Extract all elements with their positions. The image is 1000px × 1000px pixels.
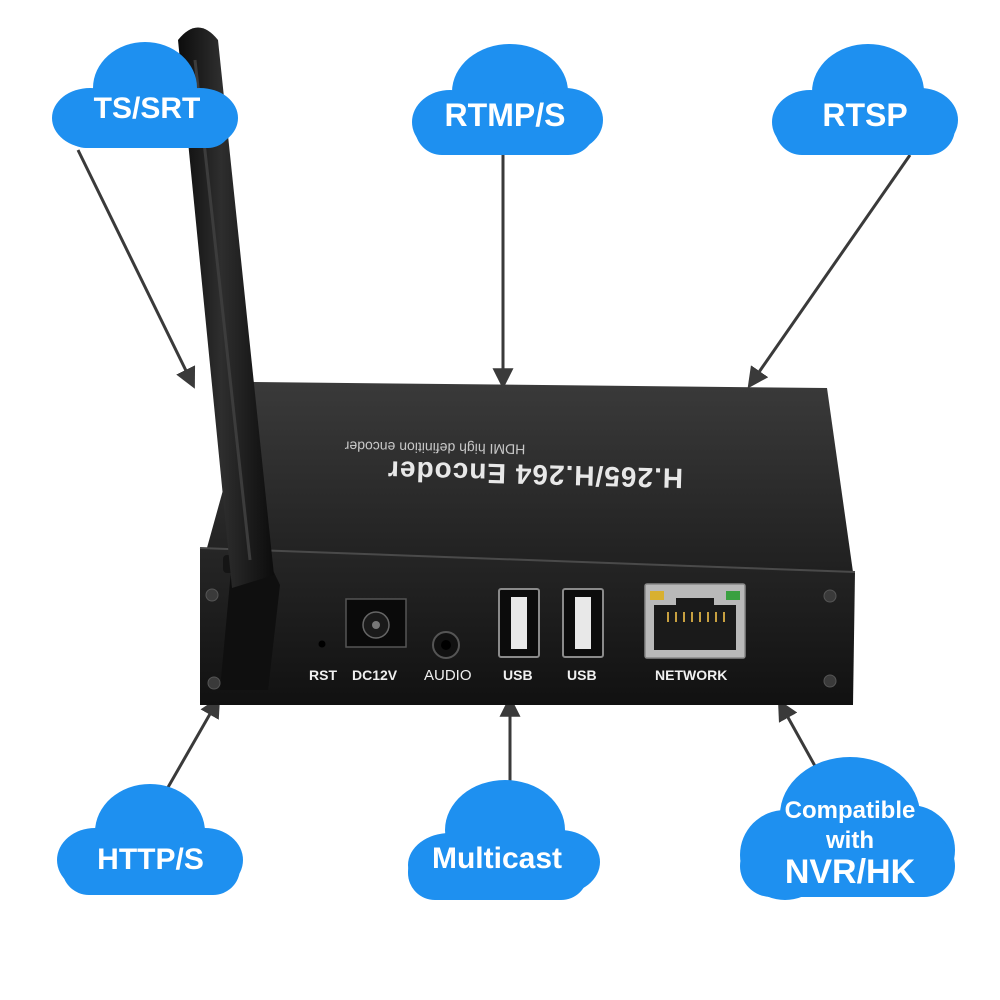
label-rtmp: RTMP/S [444, 97, 566, 133]
cloud-http [57, 784, 243, 895]
rst-hole [318, 640, 326, 648]
screw [207, 676, 221, 690]
screw [823, 674, 837, 688]
port-label-usb1: USB [503, 667, 533, 683]
label-http: HTTP/S [97, 843, 204, 876]
antenna-rod [178, 27, 274, 588]
port-label-usb2: USB [567, 667, 597, 683]
label-with: with [826, 827, 874, 854]
label-compatible: Compatible [784, 797, 916, 824]
screw [823, 589, 837, 603]
label-ts-srt: TS/SRT [93, 92, 201, 125]
arrow-ts-srt [76, 149, 196, 389]
label-multicast: Multicast [431, 842, 563, 875]
port-label-rst: RST [309, 667, 337, 683]
label-rtsp: RTSP [822, 97, 908, 133]
cloud-rtmp [412, 44, 603, 155]
antenna-base [220, 560, 280, 690]
encoder-device [199, 382, 856, 705]
antenna [178, 27, 280, 690]
arrow-compatible [777, 699, 822, 776]
port-label-network: NETWORK [655, 667, 728, 683]
cloud-compatible [740, 757, 955, 900]
screw [205, 588, 219, 602]
label-nvr-hk: NVR/HK [784, 853, 916, 891]
arrow-rtsp [747, 154, 912, 389]
cloud-ts-srt [52, 42, 238, 148]
port-label-audio: AUDIO [424, 667, 472, 684]
device-top [205, 382, 853, 572]
cloud-multicast [408, 780, 600, 900]
cloud-rtsp [772, 44, 958, 155]
port-label-dc: DC12V [352, 667, 398, 683]
